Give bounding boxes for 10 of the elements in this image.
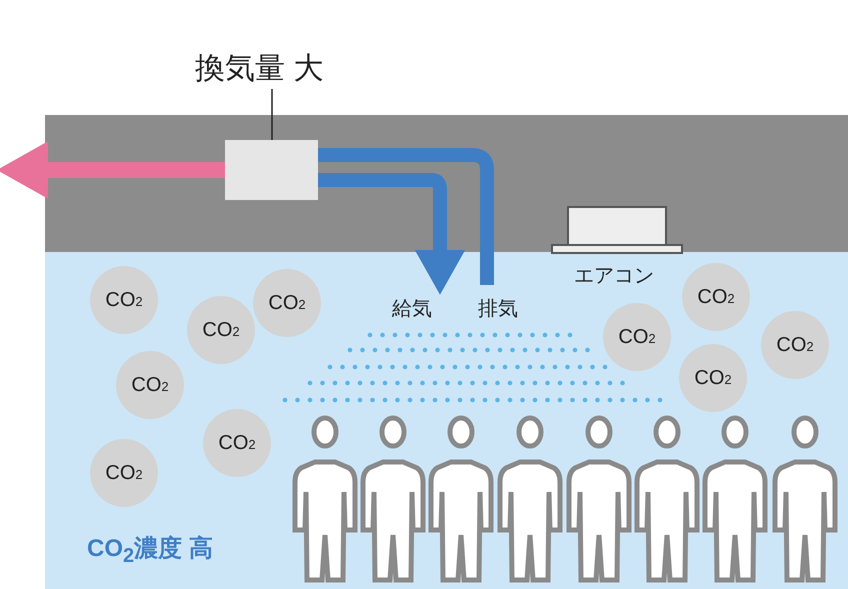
ventilator-unit [225, 140, 318, 200]
co2-concentration-label: CO$_{2}$濃度 高 [87, 534, 213, 568]
leader-line [271, 89, 273, 140]
ventilation-volume-label: 換気量 大 [195, 48, 324, 89]
exhaust-air-pipe [318, 148, 494, 285]
air-conditioner-label: エアコン [574, 264, 654, 289]
edge-label: 給気 [392, 297, 432, 322]
supply-air-arrow [318, 173, 466, 295]
exhaust-outlet-arrow [0, 141, 225, 199]
edge-label: 排気 [478, 297, 518, 322]
